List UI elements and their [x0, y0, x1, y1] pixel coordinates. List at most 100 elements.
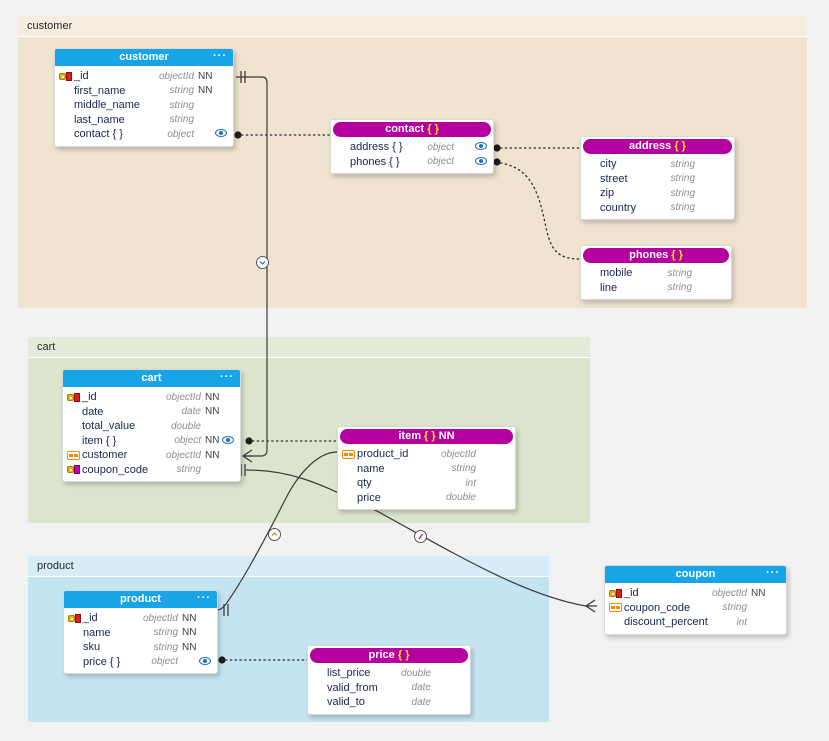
- field-icon-none: [585, 188, 600, 199]
- field-row[interactable]: discount_percent int: [605, 615, 786, 630]
- collapse-badge-cart-product[interactable]: [268, 528, 281, 541]
- field-type: string: [169, 99, 194, 111]
- field-icon-none: [59, 85, 74, 96]
- field-not-null: NN: [182, 627, 197, 639]
- table-title-price: price: [368, 649, 395, 661]
- table-title-customer: customer: [119, 51, 169, 63]
- field-name: list_price: [327, 667, 371, 680]
- field-type: double: [400, 667, 431, 679]
- field-name: name: [357, 462, 385, 475]
- field-not-null: NN: [198, 70, 213, 82]
- field-not-null: NN: [205, 449, 220, 461]
- table-menu-icon-cart[interactable]: ···: [220, 371, 234, 383]
- field-type: string: [169, 85, 194, 97]
- field-type: int: [736, 616, 747, 628]
- collapse-badge-customer-cart[interactable]: [256, 256, 269, 269]
- field-not-null: NN: [205, 435, 220, 447]
- table-header-customer[interactable]: customer ···: [55, 49, 233, 66]
- eye-icon[interactable]: [474, 156, 488, 168]
- table-menu-icon-product[interactable]: ···: [197, 592, 211, 604]
- field-name: product_id: [357, 448, 409, 461]
- field-row[interactable]: price { }object: [64, 655, 217, 670]
- eye-icon[interactable]: [474, 141, 488, 153]
- eye-icon[interactable]: [221, 435, 235, 447]
- field-name: discount_percent: [624, 616, 708, 629]
- primary-key-icon: [68, 613, 83, 624]
- field-name: price: [357, 491, 381, 504]
- table-header-cart[interactable]: cart···: [63, 370, 240, 387]
- table-header-price[interactable]: price { }: [310, 648, 468, 663]
- field-icon-none: [342, 492, 357, 503]
- field-type: string: [670, 173, 695, 185]
- field-icon-none: [609, 617, 624, 628]
- eye-icon[interactable]: [198, 656, 212, 668]
- table-header-contact[interactable]: contact { }: [333, 122, 491, 137]
- foreign-key-icon: [609, 602, 624, 613]
- table-menu-icon-customer[interactable]: ···: [213, 50, 227, 62]
- collapse-badge-item-coupon[interactable]: [414, 530, 427, 543]
- table-header-product[interactable]: product···: [64, 591, 217, 608]
- field-type: objectId: [158, 70, 194, 82]
- field-not-null: NN: [751, 587, 766, 599]
- field-type: objectId: [711, 587, 747, 599]
- table-header-coupon[interactable]: coupon···: [605, 566, 786, 583]
- field-icon-none: [67, 435, 82, 446]
- zone-title-product: product: [28, 556, 549, 577]
- eye-icon[interactable]: [214, 128, 228, 140]
- table-header-address[interactable]: address { }: [583, 139, 732, 154]
- field-icon-none: [68, 642, 83, 653]
- field-row[interactable]: address { }object: [331, 140, 493, 155]
- field-name: valid_from: [327, 681, 378, 694]
- field-row[interactable]: list_price double: [308, 666, 470, 681]
- foreign-key-icon: [67, 450, 82, 461]
- field-name: phones { }: [350, 155, 400, 168]
- field-row[interactable]: contact { }object: [55, 127, 233, 142]
- field-row[interactable]: phones { }object: [331, 155, 493, 170]
- table-header-item[interactable]: item { } NN: [340, 429, 513, 444]
- table-menu-icon-coupon[interactable]: ···: [766, 567, 780, 579]
- field-type: object: [167, 128, 194, 140]
- table-header-phones[interactable]: phones { }: [583, 248, 729, 263]
